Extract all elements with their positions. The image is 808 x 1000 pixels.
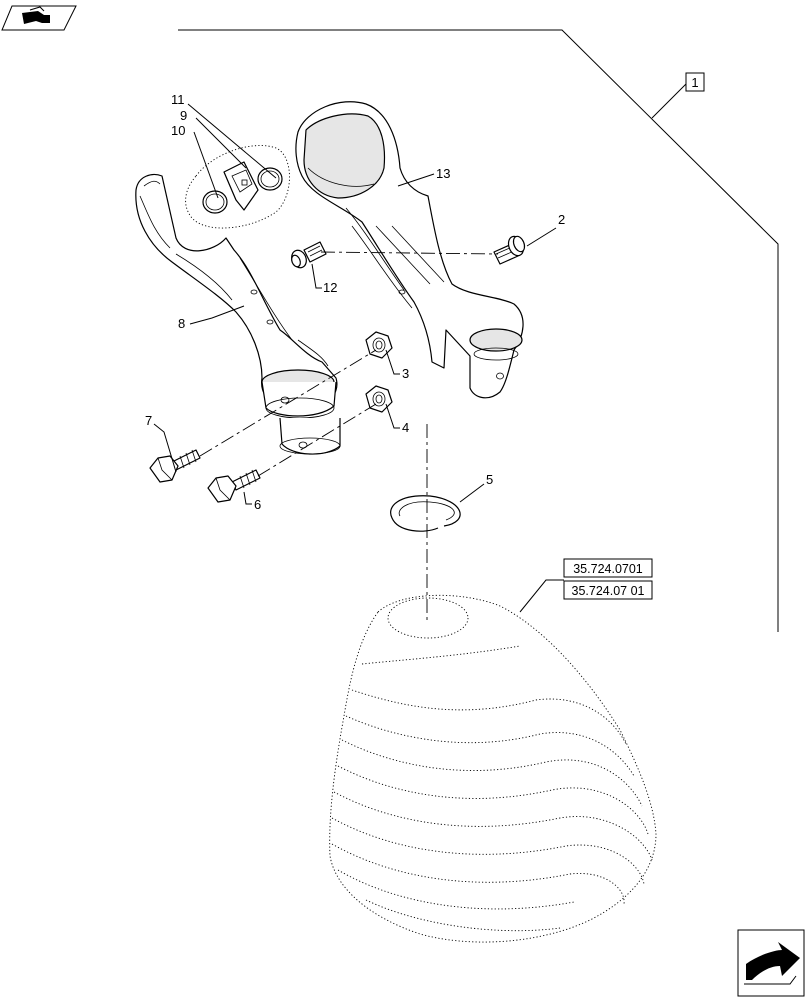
callout-label-8: 8 bbox=[178, 316, 185, 331]
callout-label-11: 11 bbox=[171, 92, 185, 107]
screw-2 bbox=[493, 235, 526, 265]
reference-link-1[interactable]: 35.724.0701 bbox=[563, 558, 653, 578]
leader-lines bbox=[153, 103, 564, 613]
snap-ring-5 bbox=[390, 495, 461, 532]
bolt-7 bbox=[149, 449, 201, 483]
navigate-next-icon[interactable] bbox=[737, 929, 805, 997]
callout-label-4: 4 bbox=[402, 420, 409, 435]
button-detail bbox=[185, 145, 290, 229]
callout-label-10: 10 bbox=[171, 123, 185, 138]
bolt-6 bbox=[207, 469, 261, 503]
callout-label-12: 12 bbox=[323, 280, 337, 295]
reference-link-2[interactable]: 35.724.07 01 bbox=[563, 580, 653, 600]
parts-group-icon[interactable] bbox=[1, 5, 77, 31]
callout-label-3: 3 bbox=[402, 366, 409, 381]
callout-label-6: 6 bbox=[254, 497, 261, 512]
handle-half-right bbox=[295, 101, 524, 399]
callout-1[interactable]: 1 bbox=[685, 72, 705, 92]
callout-label-13: 13 bbox=[436, 166, 450, 181]
callout-label-1: 1 bbox=[691, 75, 698, 90]
reference-label-1: 35.724.0701 bbox=[573, 562, 643, 576]
callout-label-9: 9 bbox=[180, 108, 187, 123]
callout-label-7: 7 bbox=[145, 413, 152, 428]
screw-12 bbox=[291, 241, 327, 269]
dust-boot bbox=[329, 594, 657, 943]
assembly-lines bbox=[199, 251, 499, 477]
handle-half-left bbox=[135, 173, 341, 455]
group-frame bbox=[178, 29, 779, 632]
callout-label-2: 2 bbox=[558, 212, 565, 227]
reference-label-2: 35.724.07 01 bbox=[572, 584, 645, 598]
nut-3 bbox=[365, 331, 393, 359]
callout-label-5: 5 bbox=[486, 472, 493, 487]
